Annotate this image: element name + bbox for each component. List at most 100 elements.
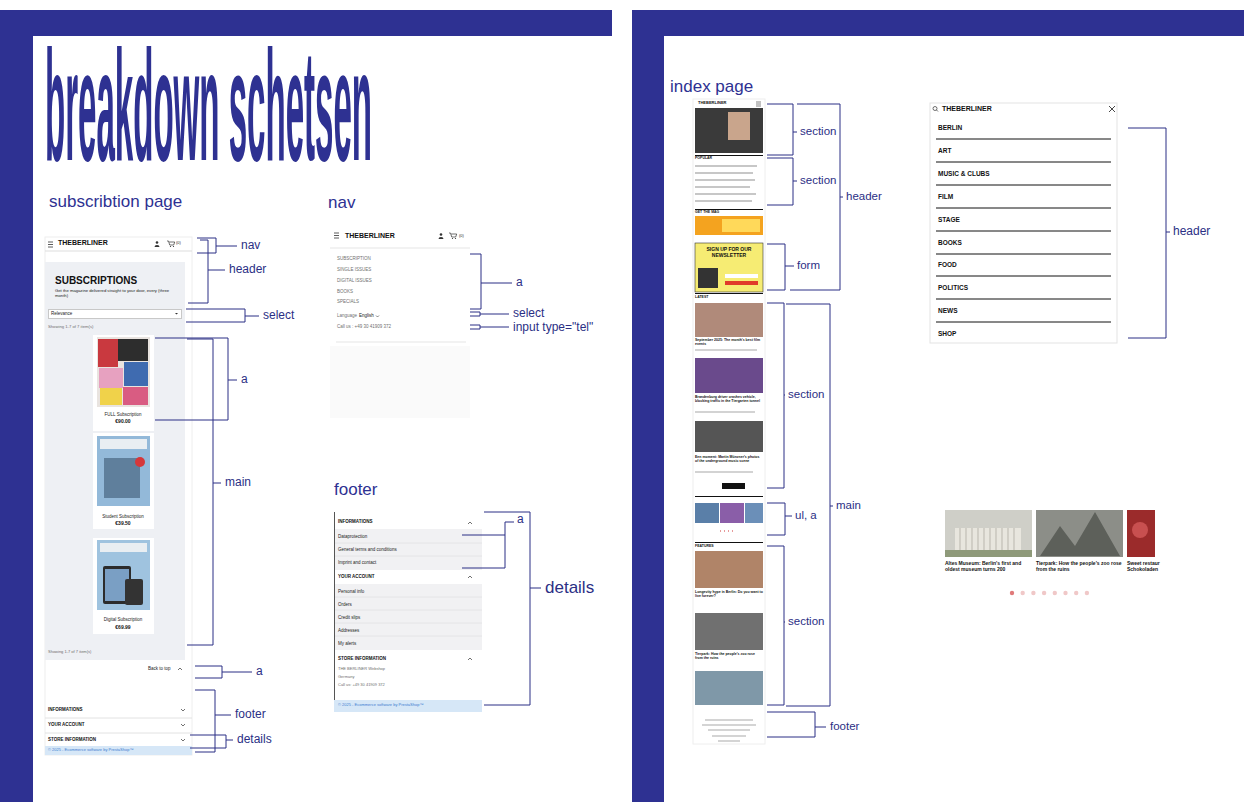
index-screenshot-part bbox=[695, 108, 763, 153]
annotation-label: details bbox=[545, 578, 594, 598]
screenshot-text: SINGLE ISSUES bbox=[337, 267, 371, 272]
screenshot-heading: SIGN UP FOR OUR NEWSLETTER bbox=[704, 247, 754, 259]
index-screenshot-part bbox=[695, 303, 763, 337]
index-screenshot-part bbox=[695, 209, 763, 210]
menu-screenshot-part bbox=[930, 103, 1117, 343]
carousel-screenshot-part-part bbox=[1053, 591, 1057, 595]
screenshot-text: Germany bbox=[338, 675, 354, 680]
annotation-brackets-part bbox=[767, 104, 797, 155]
nav-screenshot-part bbox=[330, 228, 470, 418]
nav-screenshot bbox=[330, 228, 470, 418]
carousel-screenshot-part-part bbox=[1063, 591, 1067, 595]
screenshot-text: Digital Subscription bbox=[94, 617, 152, 622]
subscription-screenshot-part bbox=[48, 242, 53, 247]
screenshot-heading: Tierpark: How the people's zoo rose from… bbox=[1036, 561, 1122, 573]
screenshot-heading: September 2025: The month's best film ev… bbox=[695, 338, 763, 346]
subscription-screenshot-part bbox=[45, 718, 192, 719]
annotation-label: a bbox=[256, 665, 263, 679]
index-screenshot-part bbox=[745, 503, 763, 523]
carousel-screenshot bbox=[945, 510, 1155, 595]
index-screenshot-part bbox=[720, 503, 744, 523]
annotation-label: a bbox=[241, 373, 248, 387]
annotation-brackets-part bbox=[188, 240, 225, 303]
menu-item: FILM bbox=[938, 193, 953, 200]
screenshot-text: (0) bbox=[176, 241, 181, 246]
page-title: breakdown schetsen bbox=[45, 27, 372, 184]
annotation-label: select bbox=[263, 309, 294, 323]
annotation-label: footer bbox=[235, 708, 266, 722]
screenshot-text: Personal info bbox=[338, 589, 364, 594]
carousel-screenshot-part-part bbox=[1074, 591, 1078, 595]
nav-screenshot-part bbox=[330, 228, 470, 346]
annotation-brackets bbox=[155, 104, 1170, 752]
screenshot-text: My alerts bbox=[338, 641, 356, 646]
annotation-brackets-part bbox=[470, 325, 509, 329]
blue-frame-part bbox=[632, 10, 664, 802]
carousel-screenshot-part bbox=[955, 528, 1021, 550]
menu-screenshot-part bbox=[936, 139, 1111, 322]
subscription-screenshot-part bbox=[93, 433, 154, 529]
index-screenshot-part bbox=[695, 421, 763, 452]
annotation-brackets-part bbox=[767, 303, 785, 488]
footer-screenshot-part bbox=[334, 512, 335, 712]
nav-screenshot-part bbox=[330, 248, 470, 249]
subscription-screenshot-part bbox=[181, 709, 185, 741]
index-screenshot-part bbox=[695, 243, 763, 292]
index-screenshot-part bbox=[693, 99, 765, 744]
annotation-label: main bbox=[836, 499, 861, 512]
annotation-label: input type="tel" bbox=[513, 321, 593, 335]
annotation-label: header bbox=[846, 190, 882, 203]
carousel-screenshot-part-part bbox=[1021, 591, 1025, 595]
annotation-brackets-part bbox=[767, 503, 792, 535]
nav-screenshot-part bbox=[334, 233, 339, 238]
screenshot-heading: GET THE MAG bbox=[695, 210, 719, 214]
subscription-screenshot-part bbox=[97, 337, 150, 407]
index-screenshot-part bbox=[695, 166, 757, 201]
annotation-brackets-part bbox=[767, 244, 794, 290]
subscription-screenshot-part bbox=[167, 241, 175, 245]
menu-item: MUSIC & CLUBS bbox=[938, 170, 990, 177]
subscription-screenshot-part bbox=[104, 458, 140, 498]
screenshot-text: Credit slips bbox=[338, 615, 360, 620]
subscription-screenshot bbox=[45, 237, 192, 755]
subscription-screenshot-part bbox=[93, 538, 154, 634]
annotation-brackets-part bbox=[767, 546, 785, 705]
screenshot-text: General terms and conditions bbox=[338, 547, 397, 552]
nav-screenshot-part bbox=[440, 233, 443, 236]
annotation-brackets-part bbox=[1128, 128, 1170, 338]
index-screenshot-part bbox=[725, 281, 758, 285]
subscription-screenshot-part bbox=[123, 387, 148, 405]
carousel-screenshot-part bbox=[1010, 591, 1089, 595]
menu-item: POLITICS bbox=[938, 284, 968, 291]
screenshot-heading: YOUR ACCOUNT bbox=[48, 722, 85, 727]
screenshot-text: Student Subscription bbox=[94, 514, 152, 519]
footer-screenshot-part bbox=[334, 543, 482, 636]
screenshot-heading: Tierpark: How the people's zoo rose from… bbox=[695, 652, 763, 660]
annotation-brackets-part bbox=[470, 312, 509, 316]
index-screenshot-part bbox=[695, 216, 763, 235]
screenshot-text: Get the magazine delivered straight to y… bbox=[55, 289, 180, 299]
section-heading: footer bbox=[334, 480, 377, 500]
screenshot-text: Language bbox=[337, 313, 357, 318]
nav-screenshot-part bbox=[452, 238, 453, 239]
screenshot-heading: INFORMATIONS bbox=[338, 519, 372, 524]
annotation-brackets-part bbox=[190, 735, 233, 748]
screenshot-text: English bbox=[359, 313, 374, 318]
screenshot-link: © 2025 - Ecommerce software by PrestaSho… bbox=[48, 748, 133, 753]
menu-screenshot-part bbox=[937, 110, 939, 112]
index-screenshot-part bbox=[695, 350, 757, 472]
index-screenshot-part bbox=[695, 155, 763, 156]
annotation-label: section bbox=[800, 174, 836, 187]
screenshot-heading: €90.00 bbox=[94, 419, 152, 425]
annotation-label: select bbox=[513, 307, 544, 321]
carousel-screenshot-part bbox=[1132, 522, 1148, 538]
subscription-screenshot-part bbox=[173, 246, 174, 247]
subscription-screenshot-part bbox=[100, 543, 147, 552]
screenshot-text: BOOKS bbox=[337, 289, 353, 294]
index-screenshot-part bbox=[695, 358, 763, 393]
subscription-screenshot-part bbox=[156, 241, 159, 244]
annotation-label: header bbox=[1173, 225, 1210, 239]
index-screenshot-part bbox=[728, 112, 750, 140]
screenshot-text: SPECIALS bbox=[337, 299, 359, 304]
annotation-label: section bbox=[800, 125, 836, 138]
